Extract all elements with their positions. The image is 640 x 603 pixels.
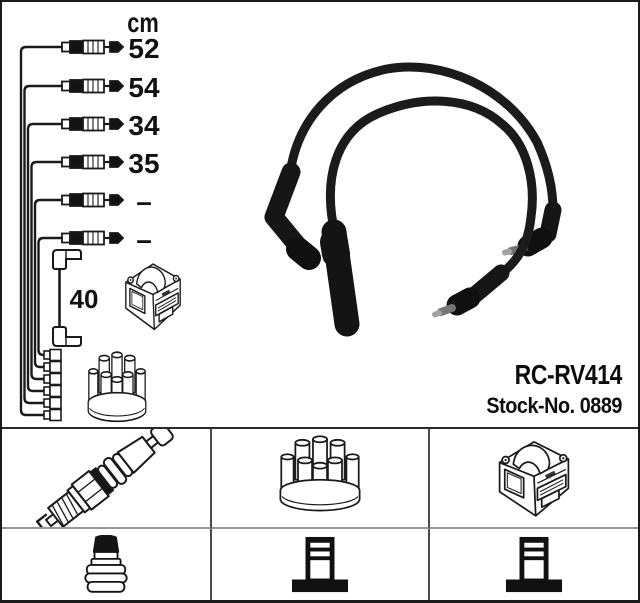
product-identification: RC-RV414 Stock-No. 0889 xyxy=(2,360,622,418)
cable-row: – xyxy=(61,224,152,255)
cable-bus xyxy=(19,45,62,417)
cell-plug-terminal-nut xyxy=(2,529,212,600)
cell-coil-terminal-2 xyxy=(430,529,638,600)
distributor-cap-icon xyxy=(279,435,361,512)
cable-row: 52 xyxy=(61,33,160,64)
length-label: – xyxy=(136,186,152,217)
coil-wire-length-label: 40 xyxy=(70,284,99,314)
length-label: 35 xyxy=(128,148,159,179)
unit-label: cm xyxy=(127,7,159,38)
plug-terminal-nut-icon xyxy=(84,534,128,593)
cable-row: 35 xyxy=(61,148,160,179)
ignition-cable-set-photo xyxy=(264,62,562,337)
diagram-area: cm 52 xyxy=(19,7,562,423)
coil-wire-40: 40 xyxy=(52,249,99,347)
product-stock-number: Stock-No. 0889 xyxy=(486,393,622,418)
coil-terminal-icon xyxy=(505,536,563,592)
length-label: 52 xyxy=(128,33,159,64)
product-model: RC-RV414 xyxy=(514,359,623,390)
cell-distributor-cap xyxy=(212,429,430,529)
length-label: – xyxy=(136,224,152,255)
length-label: 34 xyxy=(128,110,160,141)
ignition-coil-icon xyxy=(498,441,570,517)
cell-spark-plug xyxy=(2,429,212,529)
parts-grid xyxy=(2,427,638,600)
cable-row: 54 xyxy=(61,72,160,103)
cable-leads: 52 54 34 xyxy=(61,33,160,255)
cell-coil-terminal xyxy=(212,529,430,600)
spark-plug-icon xyxy=(31,429,180,527)
coil-terminal-icon xyxy=(291,536,349,592)
cable-row: 34 xyxy=(61,110,160,141)
comb-connectors xyxy=(43,348,62,422)
cell-ignition-coil xyxy=(430,429,638,529)
ignition-coil-drawing xyxy=(125,263,181,331)
length-label: 54 xyxy=(128,72,160,103)
cable-row: – xyxy=(61,186,152,217)
